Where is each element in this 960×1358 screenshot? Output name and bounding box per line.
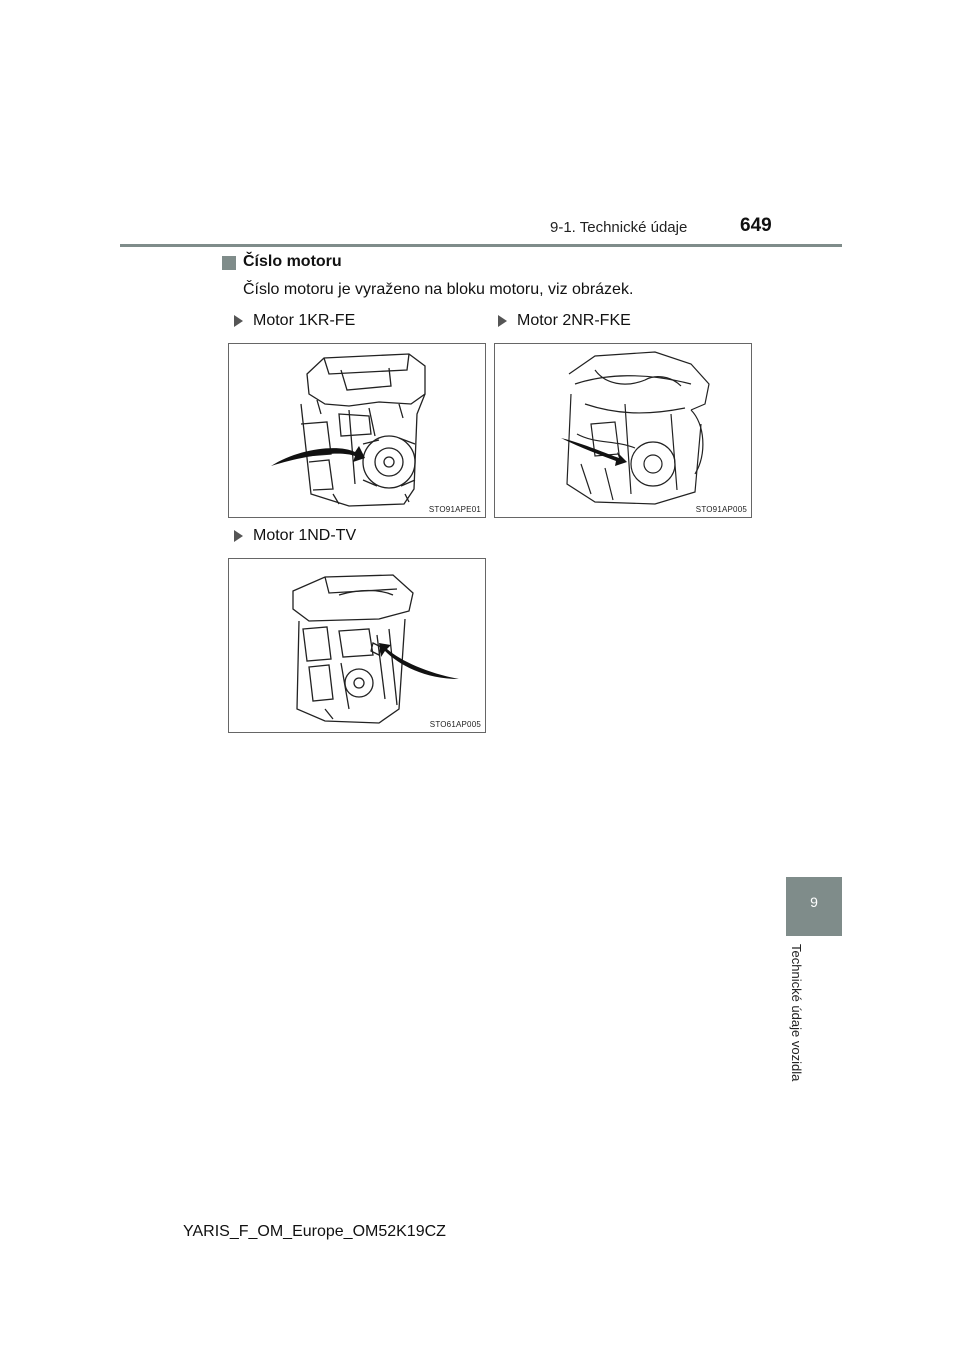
chapter-tab: 9 (786, 877, 842, 936)
header-section-title: 9-1. Technické údaje (550, 219, 688, 236)
figure-engine-1nd-tv: STO61AP005 (228, 558, 486, 733)
figure-engine-2nr-fke: STO91AP005 (494, 343, 752, 518)
section-bullet-square (222, 256, 236, 270)
chapter-title: Technické údaje vozidla (789, 944, 804, 1082)
figure-label-1nd-tv: Motor 1ND-TV (234, 527, 356, 545)
figure-code: STO91AP005 (695, 505, 747, 514)
footer-document-id: YARIS_F_OM_Europe_OM52K19CZ (183, 1223, 446, 1240)
figure-code: STO91APE01 (428, 505, 481, 514)
figure-code: STO61AP005 (429, 720, 481, 729)
figure-engine-1kr-fe: STO91APE01 (228, 343, 486, 518)
figure-label-text: Motor 1ND-TV (253, 527, 357, 544)
engine-illustration (561, 351, 710, 505)
engine-illustration (292, 574, 459, 724)
chapter-title-vertical: Technické údaje vozidla (784, 944, 808, 1114)
triangle-arrow-icon (234, 530, 243, 542)
engine-illustration (271, 353, 426, 507)
figure-label-text: Motor 1KR-FE (253, 312, 356, 329)
triangle-arrow-icon (498, 315, 507, 327)
header-divider (120, 244, 842, 247)
section-heading: Číslo motoru (243, 253, 342, 270)
figure-label-text: Motor 2NR-FKE (517, 312, 631, 329)
triangle-arrow-icon (234, 315, 243, 327)
figure-label-2nr-fke: Motor 2NR-FKE (498, 312, 631, 330)
figure-label-1kr-fe: Motor 1KR-FE (234, 312, 355, 330)
section-body-text: Číslo motoru je vyraženo na bloku motoru… (243, 281, 634, 298)
page-number: 649 (740, 215, 772, 236)
chapter-number: 9 (810, 894, 818, 910)
